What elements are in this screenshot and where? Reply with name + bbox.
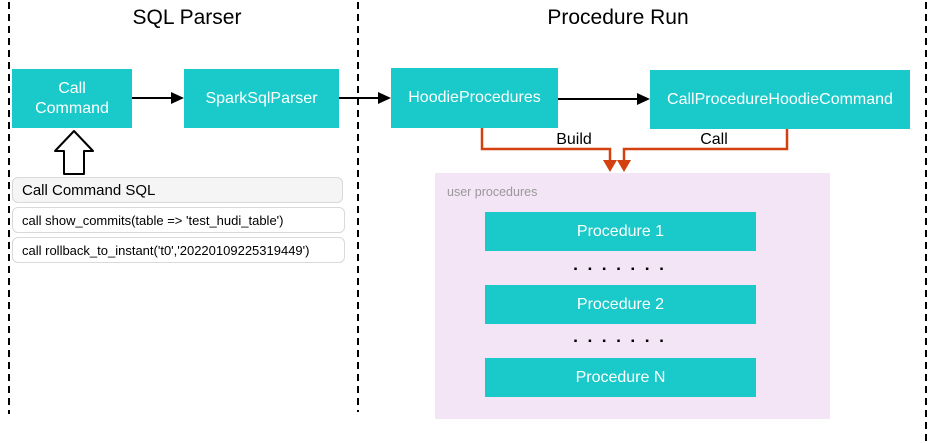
node-callprocedurehoodiecommand-label: CallProcedureHoodieCommand (667, 90, 893, 108)
edge-label-call: Call (700, 131, 728, 148)
call-arrowhead-icon (617, 160, 631, 172)
node-call-command: Call Command (12, 69, 132, 128)
node-procedure-1: Procedure 1 (485, 212, 756, 251)
node-procedure-n: Procedure N (485, 358, 756, 397)
node-sparksqlparser: SparkSqlParser (184, 69, 339, 128)
up-arrow-icon (54, 130, 94, 175)
arrow-sparksqlparser-to-hoodieprocedures (339, 92, 391, 104)
section-title-procedure-run: Procedure Run (547, 6, 689, 29)
node-hoodieprocedures-label: HoodieProcedures (408, 89, 541, 106)
sql-panel-header: Call Command SQL (12, 177, 343, 203)
node-sparksqlparser-label: SparkSqlParser (205, 89, 318, 107)
sql-row-rollback-to-instant: call rollback_to_instant('t0','202201092… (12, 237, 345, 263)
build-connector (480, 128, 617, 172)
ellipsis-dots: ▪ ▪ ▪ ▪ ▪ ▪ ▪ (573, 336, 668, 347)
ellipsis-dots: ▪ ▪ ▪ ▪ ▪ ▪ ▪ (573, 264, 668, 275)
user-procedures-label: user procedures (447, 185, 538, 199)
edge-label-build: Build (556, 131, 592, 148)
node-call-command-label: Call Command (35, 79, 109, 117)
sql-row-show-commits: call show_commits(table => 'test_hudi_ta… (12, 207, 345, 233)
node-callprocedurehoodiecommand: CallProcedureHoodieCommand (650, 70, 910, 129)
arrow-hoodieprocedures-to-callprocedurehoodiecommand (558, 93, 650, 105)
arrow-callcommand-to-sparksqlparser (132, 92, 184, 104)
user-procedures-container: user procedures Procedure 1 ▪ ▪ ▪ ▪ ▪ ▪ … (435, 173, 830, 419)
build-arrowhead-icon (603, 160, 617, 172)
node-hoodieprocedures: HoodieProcedures (391, 68, 558, 128)
node-procedure-2: Procedure 2 (485, 285, 756, 324)
section-title-sql-parser: SQL Parser (132, 6, 242, 29)
